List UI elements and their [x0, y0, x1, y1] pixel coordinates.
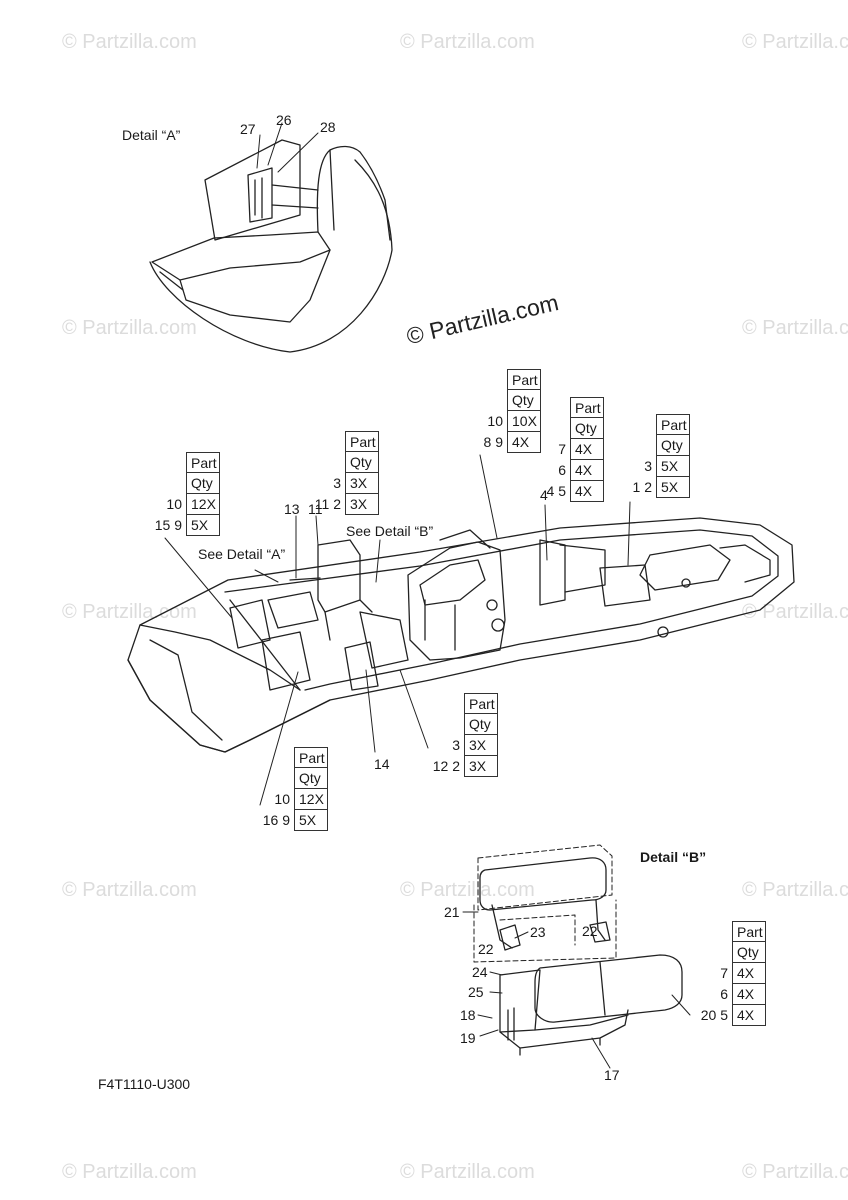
qty-value: 4X — [570, 439, 604, 460]
watermark: © Partzilla.com — [62, 31, 197, 53]
qty-value: 5X — [656, 456, 690, 477]
table-header: Part — [507, 369, 541, 390]
qty-value: 12X — [294, 789, 328, 810]
callout-26: 26 — [276, 112, 292, 128]
table-header: Part — [656, 414, 690, 435]
callout-17: 17 — [604, 1067, 620, 1083]
detail-b-title: Detail “B” — [640, 849, 707, 865]
watermark: © Partzilla.com — [400, 1161, 535, 1183]
part-number: 4 5 — [546, 483, 566, 499]
callout-22: 22 — [478, 941, 494, 957]
table-header: Qty — [464, 714, 498, 735]
callout-11-label: 11 — [308, 501, 323, 517]
watermark: © Partzilla.com — [742, 31, 848, 53]
callout-27: 27 — [240, 121, 256, 137]
part-number: 3 — [452, 737, 460, 753]
part-number: 12 2 — [432, 758, 460, 774]
table-header: Qty — [732, 942, 766, 963]
callout-22: 22 — [582, 923, 598, 939]
qty-value: 4X — [732, 1005, 766, 1026]
watermark: © Partzilla.com — [62, 601, 197, 623]
part-number: 7 — [558, 441, 566, 457]
qty-value: 10X — [507, 411, 541, 432]
part-number: 15 9 — [154, 517, 182, 533]
detail-b-drawing — [462, 844, 691, 1069]
table-header: Part — [570, 397, 604, 418]
watermark: © Partzilla.com — [400, 879, 535, 901]
watermark: © Partzilla.com — [742, 1161, 848, 1183]
table-header: Qty — [345, 452, 379, 473]
callout-21: 21 — [444, 904, 460, 920]
part-number: 16 9 — [262, 812, 290, 828]
detail-a-drawing — [149, 122, 393, 353]
part-number: 10 — [487, 413, 503, 429]
table-header: Qty — [507, 390, 541, 411]
part-number: 20 5 — [700, 1007, 728, 1023]
watermark: © Partzilla.com — [742, 601, 848, 623]
table-header: Qty — [294, 768, 328, 789]
callout-14: 14 — [374, 756, 390, 772]
part-number: 10 — [166, 496, 182, 512]
callout-18: 18 — [460, 1007, 476, 1023]
part-number: 3 — [333, 475, 341, 491]
qty-value: 3X — [464, 756, 498, 777]
callout-24: 24 — [472, 964, 488, 980]
see-detail-a-label: See Detail “A” — [198, 546, 286, 562]
qty-value: 4X — [507, 432, 541, 453]
table-header: Qty — [656, 435, 690, 456]
see-detail-b-label: See Detail “B” — [346, 523, 434, 539]
callout-19: 19 — [460, 1030, 476, 1046]
watermark: © Partzilla.com — [62, 1161, 197, 1183]
part-number: 8 9 — [483, 434, 503, 450]
watermark: © Partzilla.com — [742, 317, 848, 339]
callout-25: 25 — [468, 984, 484, 1000]
qty-value: 3X — [345, 473, 379, 494]
watermark: © Partzilla.com — [62, 317, 197, 339]
callout-28: 28 — [320, 119, 336, 135]
part-number: 7 — [720, 965, 728, 981]
part-number: 6 — [558, 462, 566, 478]
watermark: © Partzilla.com — [400, 31, 535, 53]
qty-value: 4X — [732, 984, 766, 1005]
table-header: Part — [732, 921, 766, 942]
qty-value: 4X — [570, 481, 604, 502]
table-header: Qty — [186, 473, 220, 494]
table-header: Part — [345, 431, 379, 452]
qty-value: 4X — [570, 460, 604, 481]
boat-drawing — [127, 454, 795, 806]
qty-value: 3X — [464, 735, 498, 756]
callout-4-label: 4 — [540, 487, 548, 503]
table-header: Qty — [570, 418, 604, 439]
part-number: 10 — [274, 791, 290, 807]
qty-value: 5X — [294, 810, 328, 831]
table-header: Part — [294, 747, 328, 768]
qty-value: 12X — [186, 494, 220, 515]
watermark: © Partzilla.com — [62, 879, 197, 901]
watermark: © Partzilla.com — [742, 879, 848, 901]
part-number: 11 2 — [314, 496, 341, 512]
figure-code: F4T1110-U300 — [98, 1076, 191, 1092]
detail-a-title: Detail “A” — [122, 127, 181, 143]
part-number: 6 — [720, 986, 728, 1002]
qty-value: 4X — [732, 963, 766, 984]
table-header: Part — [186, 452, 220, 473]
qty-value: 3X — [345, 494, 379, 515]
part-number: 1 2 — [632, 479, 652, 495]
qty-value: 5X — [656, 477, 690, 498]
callout-23: 23 — [530, 924, 546, 940]
callout-13: 13 — [284, 501, 300, 517]
part-number: 3 — [644, 458, 652, 474]
qty-value: 5X — [186, 515, 220, 536]
table-header: Part — [464, 693, 498, 714]
